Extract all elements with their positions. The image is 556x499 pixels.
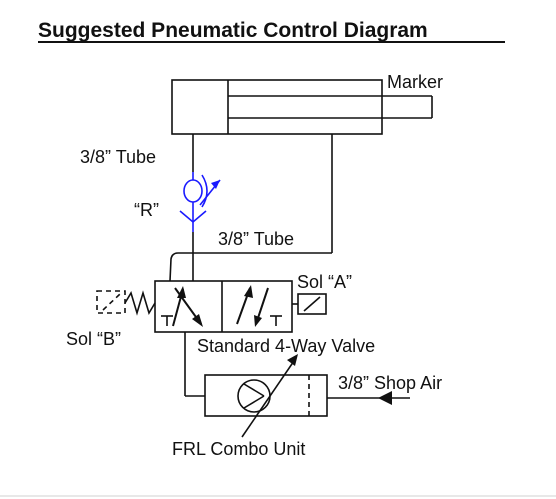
shop-air-label: 3/8” Shop Air	[338, 373, 442, 393]
frl-gauge-lower	[243, 395, 265, 409]
tube-lower-label: 3/8” Tube	[218, 229, 294, 249]
marker-label: Marker	[387, 72, 443, 92]
right-arrowhead-1	[244, 285, 253, 298]
right-arrowhead-2	[254, 315, 262, 327]
sol-a-label: Sol “A”	[297, 272, 352, 292]
valve-label: Standard 4-Way Valve	[197, 336, 375, 356]
cylinder-body	[171, 79, 383, 135]
restrictor-arrowhead	[211, 180, 220, 189]
sol-b-label: Sol “B”	[66, 329, 121, 349]
frl-combo-unit	[204, 374, 328, 417]
shop-air-arrowhead	[378, 391, 392, 405]
tube-upper-label: 3/8” Tube	[80, 147, 156, 167]
frl-label: FRL Combo Unit	[172, 439, 305, 459]
flow-control-restrictor	[179, 172, 221, 232]
solenoid-a-diagonal	[303, 296, 321, 312]
frl-gauge-upper	[243, 383, 265, 397]
diagram-title: Suggested Pneumatic Control Diagram	[38, 19, 428, 42]
valve-port-b-line	[169, 252, 190, 282]
restrictor-label: “R”	[134, 200, 159, 220]
left-arrowhead-2	[192, 314, 203, 327]
solenoid-a	[292, 293, 327, 315]
frl-body	[204, 374, 328, 417]
solenoid-b	[96, 290, 156, 316]
four-way-valve	[154, 280, 293, 333]
solenoid-b-diagonal	[102, 293, 121, 311]
restrictor-orifice	[183, 179, 203, 203]
return-spring	[124, 290, 156, 316]
restrictor-curve	[201, 174, 208, 208]
frl-pointer-arrowhead	[287, 354, 298, 366]
marker-cylinder	[171, 79, 433, 135]
frl-pointer-line	[241, 357, 297, 438]
